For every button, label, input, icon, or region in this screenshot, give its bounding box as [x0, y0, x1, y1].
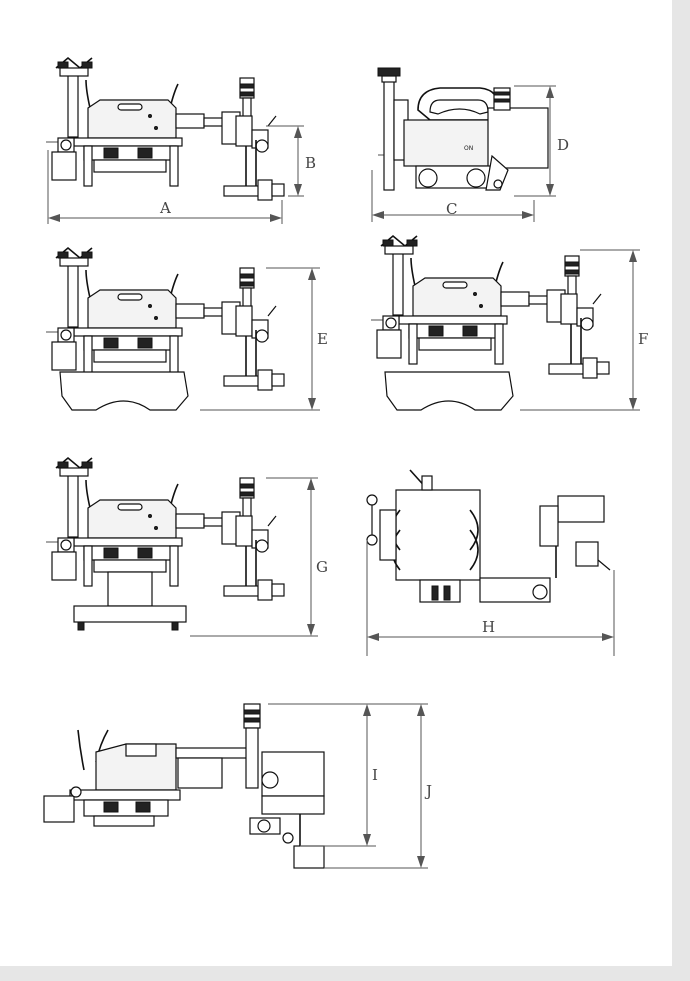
- view-5-side-drawing: [45, 457, 285, 631]
- dimension-f: F: [520, 249, 648, 411]
- view-2-front-drawing: ON: [377, 67, 549, 191]
- view-7-side-drawing: [43, 703, 325, 869]
- label-a: A: [159, 199, 171, 217]
- label-b: B: [305, 154, 316, 172]
- label-i: I: [372, 766, 378, 784]
- page-footer-strip: [0, 966, 690, 981]
- dimension-c: C: [371, 170, 535, 222]
- view-6-top-drawing: [366, 469, 611, 603]
- label-f: F: [638, 330, 648, 348]
- view-4-side-drawing: [370, 235, 610, 411]
- label-e: E: [317, 330, 328, 348]
- dimension-b: B: [266, 125, 316, 197]
- dimension-e: E: [200, 267, 328, 411]
- dimension-g: G: [190, 477, 328, 637]
- view-1-side-drawing: [45, 57, 285, 201]
- dimension-d: D: [514, 85, 569, 197]
- dimension-j: J: [324, 703, 432, 869]
- view-3-side-drawing: [45, 247, 285, 411]
- label-h: H: [482, 618, 495, 636]
- label-g: G: [316, 558, 328, 576]
- dimension-a: A: [47, 150, 283, 224]
- label-c: C: [446, 200, 457, 218]
- label-j: J: [424, 782, 432, 800]
- label-d: D: [557, 136, 569, 154]
- dimension-h: H: [366, 540, 615, 656]
- svg-text:ON: ON: [464, 145, 473, 152]
- dimension-i: I: [268, 703, 378, 847]
